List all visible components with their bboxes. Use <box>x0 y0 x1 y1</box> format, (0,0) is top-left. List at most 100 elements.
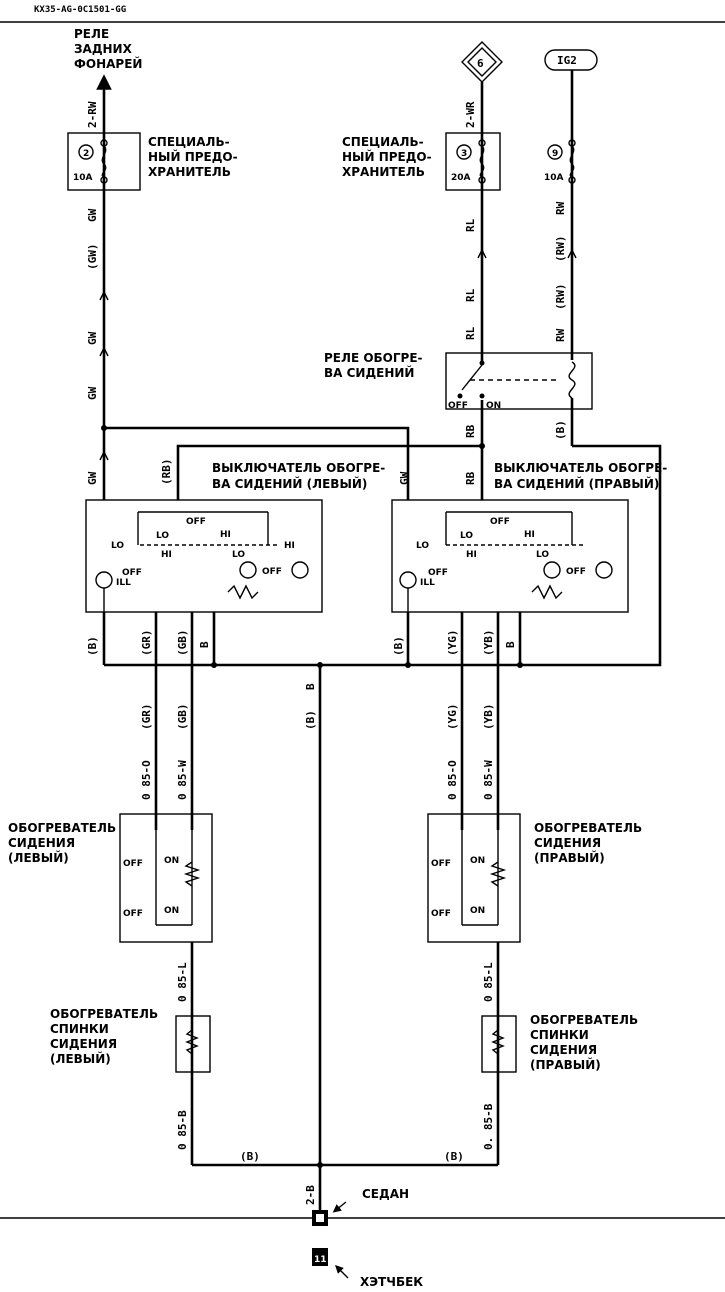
svg-text:(GR): (GR) <box>140 704 153 731</box>
svg-text:ILL: ILL <box>116 578 131 588</box>
svg-text:СПЕЦИАЛЬ-: СПЕЦИАЛЬ- <box>148 135 230 149</box>
svg-text:2-B: 2-B <box>304 1185 317 1205</box>
svg-text:НЫЙ ПРЕДО-: НЫЙ ПРЕДО- <box>342 149 432 164</box>
svg-text:ХРАНИТЕЛЬ: ХРАНИТЕЛЬ <box>342 165 425 179</box>
svg-text:РЕЛЕ ОБОГРЕ-: РЕЛЕ ОБОГРЕ- <box>324 351 423 365</box>
svg-text:СИДЕНИЯ: СИДЕНИЯ <box>8 836 75 850</box>
svg-text:ЗАДНИХ: ЗАДНИХ <box>74 42 133 56</box>
svg-text:ХРАНИТЕЛЬ: ХРАНИТЕЛЬ <box>148 165 231 179</box>
svg-text:OFF: OFF <box>431 859 451 869</box>
connector-diamond-6: 6 <box>461 41 503 83</box>
svg-text:OFF: OFF <box>448 401 468 411</box>
svg-text:OFF: OFF <box>122 568 142 578</box>
svg-text:(RW): (RW) <box>554 236 567 263</box>
wire-labels-bottom: 0 85-L 0 85-L 0 85-B 0. 85-B (B) (B) 2-B <box>176 962 495 1205</box>
svg-text:(GB): (GB) <box>176 704 189 731</box>
back-heater-right-label: ОБОГРЕВАТЕЛЬ СПИНКИ СИДЕНИЯ (ПРАВЫЙ) <box>530 1013 638 1072</box>
svg-text:RL: RL <box>464 218 477 232</box>
svg-text:0 85-O: 0 85-O <box>140 760 153 800</box>
seat-heater-left: OFF ON OFF ON <box>119 813 213 943</box>
switch-left-label: ВЫКЛЮЧАТЕЛЬ ОБОГРЕ- ВА СИДЕНИЙ (ЛЕВЫЙ) <box>212 461 385 491</box>
svg-text:ОБОГРЕВАТЕЛЬ: ОБОГРЕВАТЕЛЬ <box>530 1013 638 1027</box>
svg-text:RL: RL <box>464 288 477 302</box>
svg-text:0. 85-B: 0. 85-B <box>482 1103 495 1150</box>
svg-text:RW: RW <box>554 328 567 342</box>
svg-text:LO: LO <box>536 550 549 560</box>
svg-text:OFF: OFF <box>262 567 282 577</box>
svg-text:OFF: OFF <box>431 909 451 919</box>
svg-text:10A: 10A <box>544 173 564 183</box>
junction-dots <box>101 425 523 1168</box>
svg-text:НЫЙ ПРЕДО-: НЫЙ ПРЕДО- <box>148 149 238 164</box>
svg-text:B: B <box>198 641 211 648</box>
svg-text:ON: ON <box>164 906 179 916</box>
seat-heater-left-label: ОБОГРЕВАТЕЛЬ СИДЕНИЯ (ЛЕВЫЙ) <box>8 821 116 865</box>
svg-text:ОБОГРЕВАТЕЛЬ: ОБОГРЕВАТЕЛЬ <box>8 821 116 835</box>
svg-text:ON: ON <box>486 401 501 411</box>
svg-text:(GW): (GW) <box>86 244 99 271</box>
svg-text:GW: GW <box>86 386 99 400</box>
svg-text:ILL: ILL <box>420 578 435 588</box>
svg-text:0 85-L: 0 85-L <box>482 962 495 1002</box>
svg-text:0 85-W: 0 85-W <box>176 760 189 800</box>
diagram-code: KX35-AG-0C1501-GG <box>34 5 126 15</box>
svg-text:HI: HI <box>524 530 535 540</box>
seat-heater-right: OFF ON OFF ON <box>427 813 521 943</box>
svg-text:LO: LO <box>416 541 429 551</box>
switch-left: LO OFF HI LO OFF HI LO OFF HI ILL <box>85 499 323 613</box>
fuse-left: 2 10A <box>67 132 141 191</box>
svg-text:3: 3 <box>461 149 467 159</box>
tail-light-relay-label: РЕЛЕ ЗАДНИХ ФОНАРЕЙ <box>74 27 142 71</box>
svg-text:(RB): (RB) <box>160 459 173 486</box>
connector-ig2: IG2 <box>544 49 598 71</box>
svg-text:СИДЕНИЯ: СИДЕНИЯ <box>530 1043 597 1057</box>
ground-hatchback: 11 ХЭТЧБЕК <box>312 1248 423 1289</box>
relay-label: РЕЛЕ ОБОГРЕ- ВА СИДЕНИЙ <box>324 351 423 380</box>
svg-text:IG2: IG2 <box>557 54 577 67</box>
svg-text:ХЭТЧБЕК: ХЭТЧБЕК <box>360 1275 423 1289</box>
svg-text:РЕЛЕ: РЕЛЕ <box>74 27 109 41</box>
svg-text:СИДЕНИЯ: СИДЕНИЯ <box>50 1037 117 1051</box>
svg-text:OFF: OFF <box>566 567 586 577</box>
svg-text:OFF: OFF <box>186 517 206 527</box>
wire-labels-top: 2-RW GW (GW) GW GW GW 2-WR RL RL RL RB R… <box>86 101 567 485</box>
svg-text:ON: ON <box>470 906 485 916</box>
back-heater-right <box>481 1015 517 1073</box>
svg-text:HI: HI <box>284 541 295 551</box>
svg-text:(YB): (YB) <box>482 630 495 657</box>
svg-text:HI: HI <box>220 530 231 540</box>
svg-text:0 85-B: 0 85-B <box>176 1110 189 1150</box>
svg-text:(GR): (GR) <box>140 630 153 657</box>
svg-text:6: 6 <box>477 57 484 70</box>
back-heater-left <box>175 1015 211 1073</box>
svg-text:RL: RL <box>464 326 477 340</box>
svg-text:СПЕЦИАЛЬ-: СПЕЦИАЛЬ- <box>342 135 424 149</box>
wire-labels-mid: (B) (GR) (GB) B (B) (YG) (YB) B (GR) (GB… <box>86 630 517 801</box>
svg-text:(B): (B) <box>392 636 405 656</box>
svg-text:0 85-L: 0 85-L <box>176 962 189 1002</box>
svg-text:(YB): (YB) <box>482 704 495 731</box>
svg-text:RB: RB <box>464 471 477 485</box>
svg-text:ФОНАРЕЙ: ФОНАРЕЙ <box>74 56 142 71</box>
svg-text:LO: LO <box>156 531 169 541</box>
svg-text:(B): (B) <box>86 636 99 656</box>
fuse-left-label: СПЕЦИАЛЬ- НЫЙ ПРЕДО- ХРАНИТЕЛЬ <box>148 135 238 179</box>
switch-output-wires <box>102 612 522 1218</box>
svg-text:(GB): (GB) <box>176 630 189 657</box>
svg-text:OFF: OFF <box>428 568 448 578</box>
svg-text:(YG): (YG) <box>446 630 459 657</box>
svg-text:2: 2 <box>83 149 89 159</box>
svg-text:HI: HI <box>466 550 477 560</box>
svg-text:(YG): (YG) <box>446 704 459 731</box>
svg-text:OFF: OFF <box>490 517 510 527</box>
svg-text:OFF: OFF <box>123 859 143 869</box>
svg-text:B: B <box>304 683 317 690</box>
svg-text:11: 11 <box>314 1255 327 1265</box>
svg-text:ОБОГРЕВАТЕЛЬ: ОБОГРЕВАТЕЛЬ <box>534 821 642 835</box>
svg-text:HI: HI <box>161 550 172 560</box>
svg-text:СПИНКИ: СПИНКИ <box>530 1028 589 1042</box>
svg-text:LO: LO <box>232 550 245 560</box>
svg-text:ОБОГРЕВАТЕЛЬ: ОБОГРЕВАТЕЛЬ <box>50 1007 158 1021</box>
svg-text:ВЫКЛЮЧАТЕЛЬ ОБОГРЕ-: ВЫКЛЮЧАТЕЛЬ ОБОГРЕ- <box>494 461 667 475</box>
